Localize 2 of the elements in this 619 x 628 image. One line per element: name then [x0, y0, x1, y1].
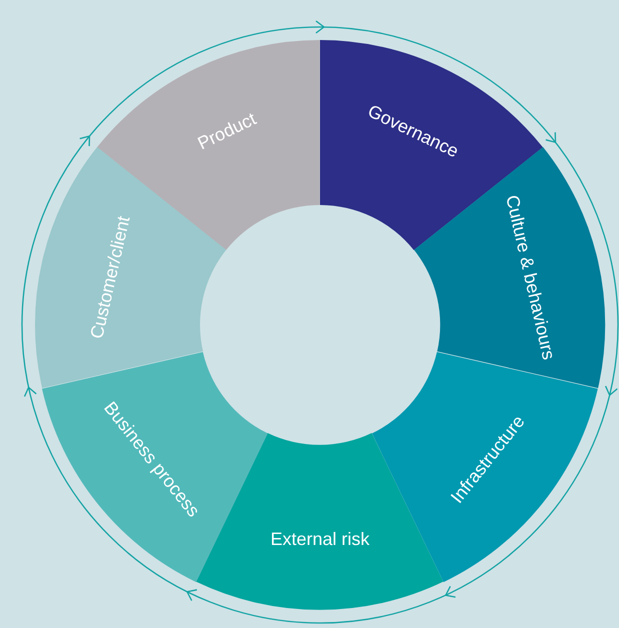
segment-label: External risk: [270, 529, 370, 550]
segment-label: Culture & behaviours: [500, 192, 559, 362]
